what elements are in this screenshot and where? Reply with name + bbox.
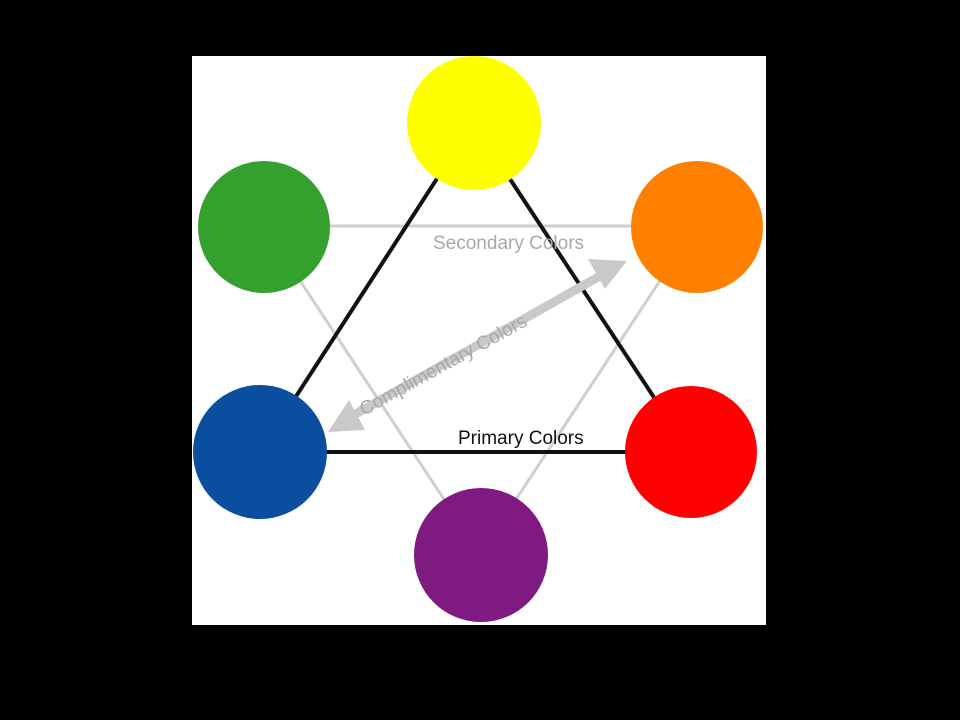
primary-colors-label: Primary Colors <box>458 428 584 449</box>
complimentary-colors-label: Complimentary Colors <box>356 311 531 420</box>
complimentary-arrowhead-bottom <box>328 400 365 432</box>
red-circle <box>625 386 757 518</box>
blue-circle <box>193 385 327 519</box>
complimentary-arrowhead-top <box>588 259 627 289</box>
orange-circle <box>631 161 763 293</box>
complimentary-arrow <box>328 259 627 432</box>
yellow-circle <box>407 56 541 190</box>
secondary-colors-label: Secondary Colors <box>433 233 584 254</box>
complimentary-arrow-shaft <box>349 272 603 420</box>
purple-circle <box>414 488 548 622</box>
green-circle <box>198 161 330 293</box>
